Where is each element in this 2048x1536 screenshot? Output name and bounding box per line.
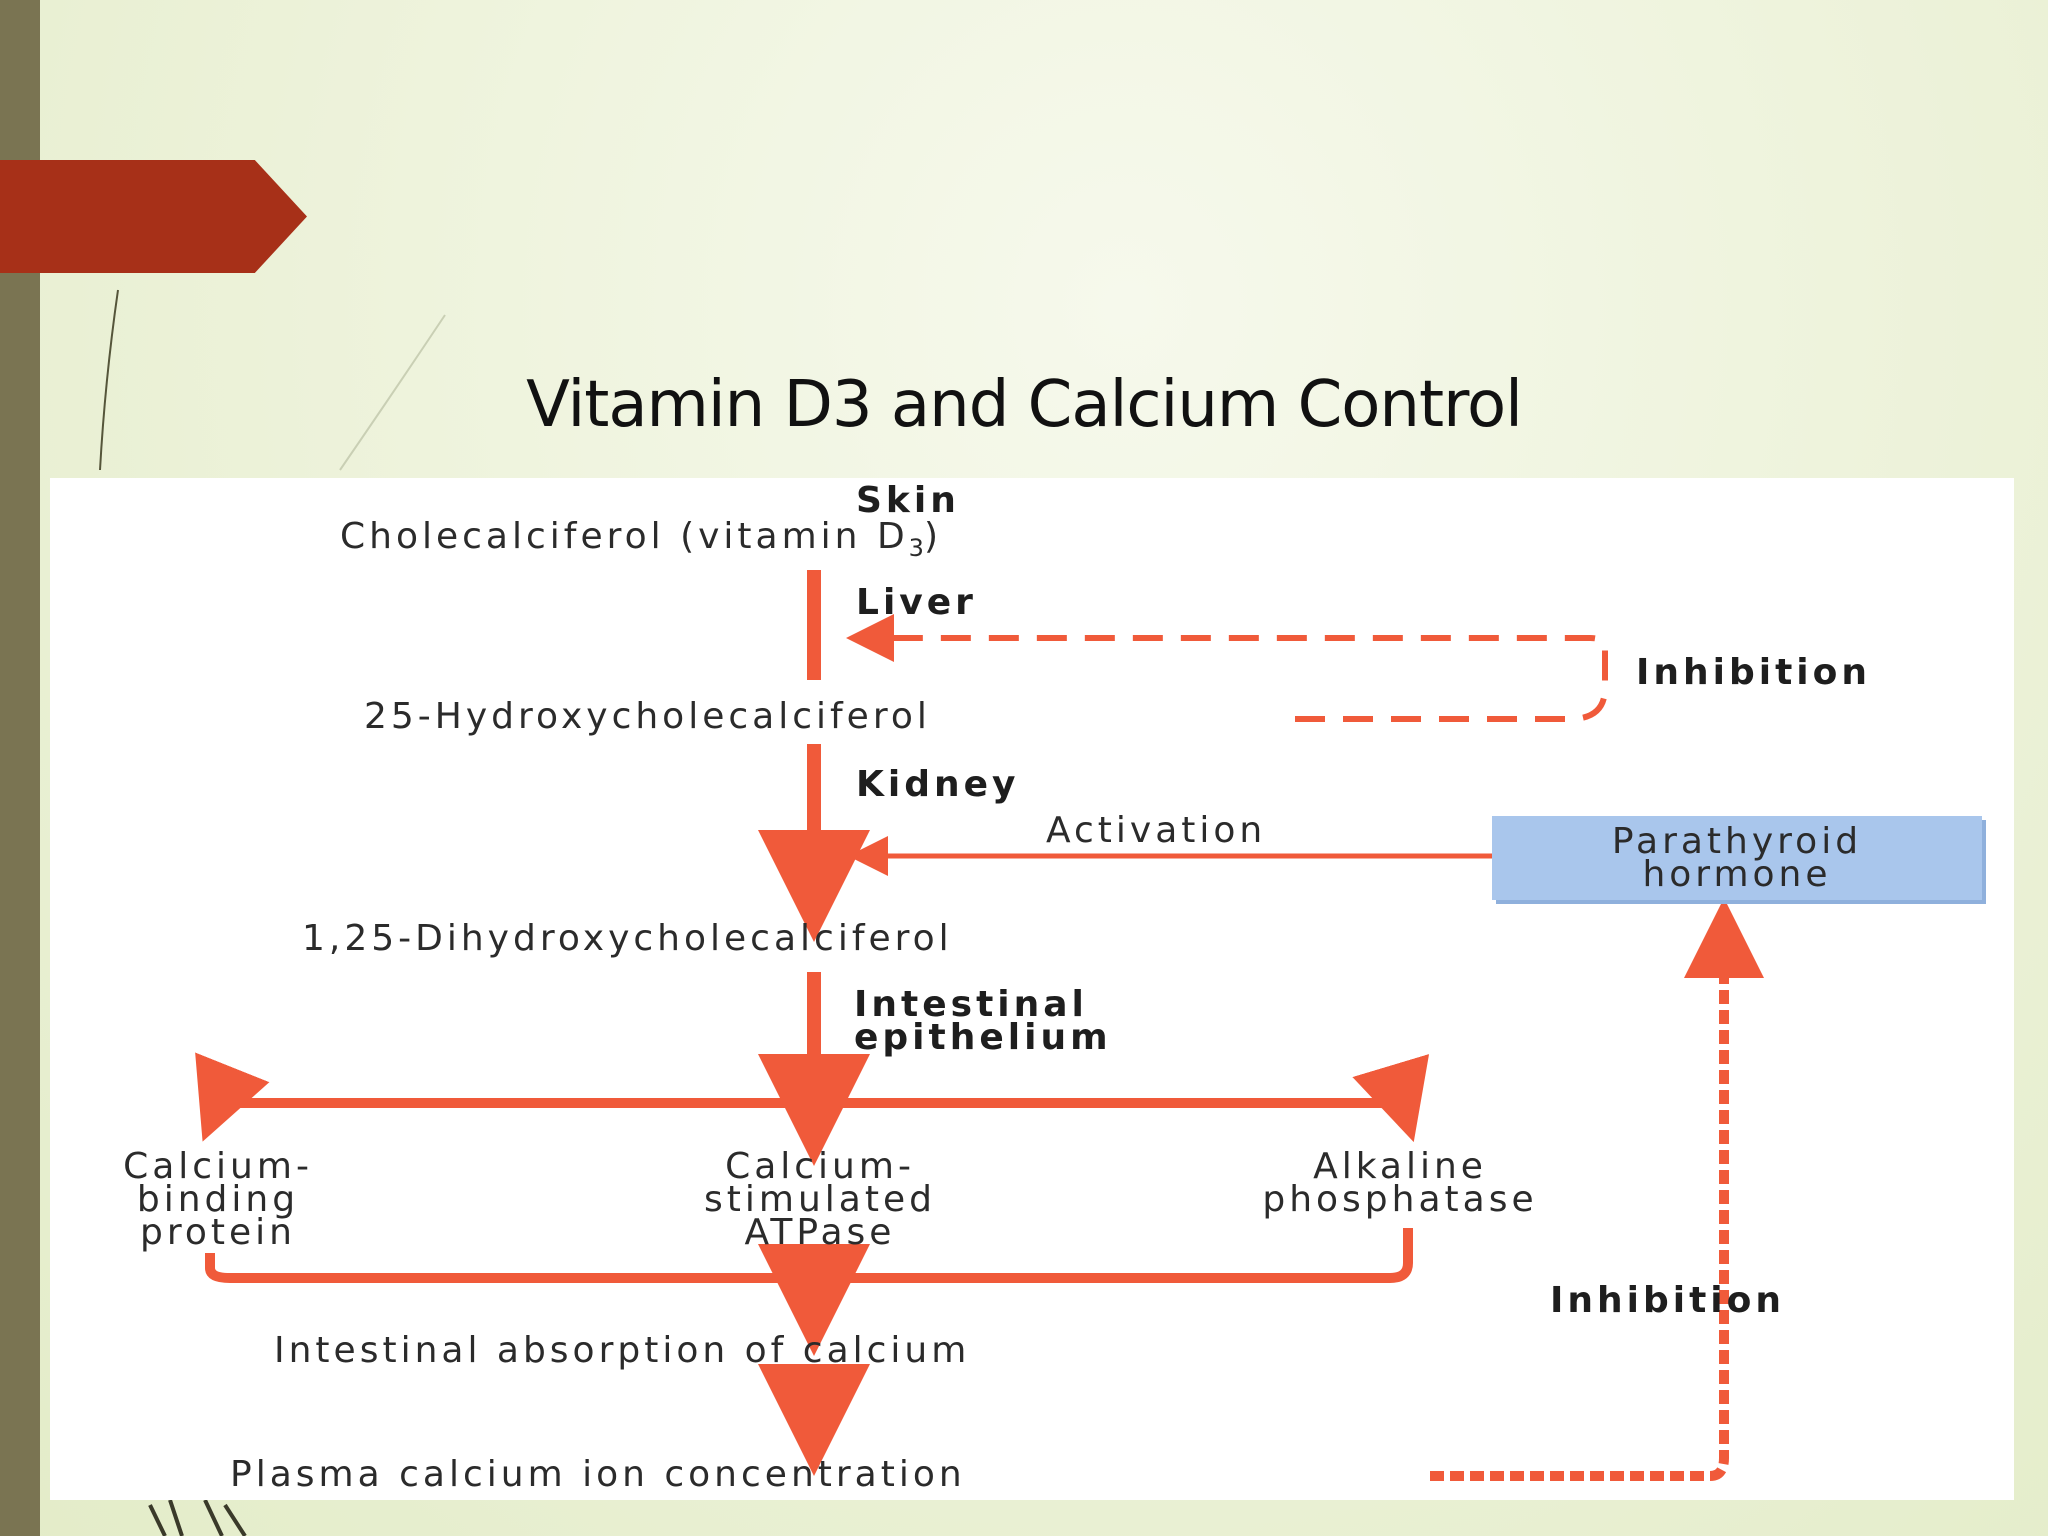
csa-line-3: ATPase <box>744 1212 896 1253</box>
inhibition-loop-top <box>846 614 1608 722</box>
red-arrow-tab <box>0 160 307 273</box>
slide-title: Vitamin D3 and Calcium Control <box>526 368 1523 442</box>
label-calcium-binding-protein: Calcium- binding protein <box>68 1146 368 1253</box>
pth-box: Parathyroid hormone <box>1492 816 1982 900</box>
diagram-arrows <box>195 570 1764 1481</box>
intestinal-line-2: epithelium <box>854 1017 1112 1058</box>
label-activation: Activation <box>1046 810 1267 851</box>
cholecalciferol-close: ) <box>923 516 942 557</box>
label-intestinal-epithelium: Intestinal epithelium <box>854 984 1112 1058</box>
label-pth: Parathyroid hormone <box>1611 821 1863 895</box>
intestinal-line-1: Intestinal <box>854 984 1088 1025</box>
csa-line-2: stimulated <box>704 1179 936 1220</box>
cbp-line-2: binding <box>136 1179 300 1220</box>
label-intestinal-absorption: Intestinal absorption of calcium <box>274 1330 971 1371</box>
branch-left <box>195 1052 814 1142</box>
label-alkaline-phosphatase: Alkaline phosphatase <box>1170 1146 1630 1220</box>
label-hydroxy: 25-Hydroxycholecalciferol <box>364 696 931 737</box>
label-dihydroxy: 1,25-Dihydroxycholecalciferol <box>302 918 953 959</box>
label-skin: Skin <box>856 480 960 521</box>
pth-line-2: hormone <box>1642 854 1832 895</box>
csa-line-1: Calcium- <box>725 1146 915 1187</box>
branch-right <box>814 1054 1430 1143</box>
diagram-panel: Skin Cholecalciferol (vitamin D3) Liver … <box>50 478 2014 1500</box>
label-inhibition-bottom: Inhibition <box>1550 1280 1786 1321</box>
cbp-line-3: protein <box>140 1212 296 1253</box>
alk-line-1: Alkaline <box>1313 1146 1487 1187</box>
inhibition-loop-bottom <box>1430 898 1764 1481</box>
label-inhibition-top: Inhibition <box>1636 652 1872 693</box>
alk-line-2: phosphatase <box>1262 1179 1538 1220</box>
label-cholecalciferol: Cholecalciferol (vitamin D3) <box>340 519 942 565</box>
label-plasma-calcium: Plasma calcium ion concentration <box>230 1454 966 1495</box>
cholecalciferol-text: Cholecalciferol (vitamin D <box>340 516 909 557</box>
label-liver: Liver <box>856 582 977 623</box>
pth-line-1: Parathyroid <box>1611 821 1863 862</box>
cholecalciferol-subscript: 3 <box>908 534 924 563</box>
label-kidney: Kidney <box>856 764 1020 805</box>
label-calcium-stimulated-atpase: Calcium- stimulated ATPase <box>640 1146 1000 1253</box>
cbp-line-1: Calcium- <box>123 1146 313 1187</box>
